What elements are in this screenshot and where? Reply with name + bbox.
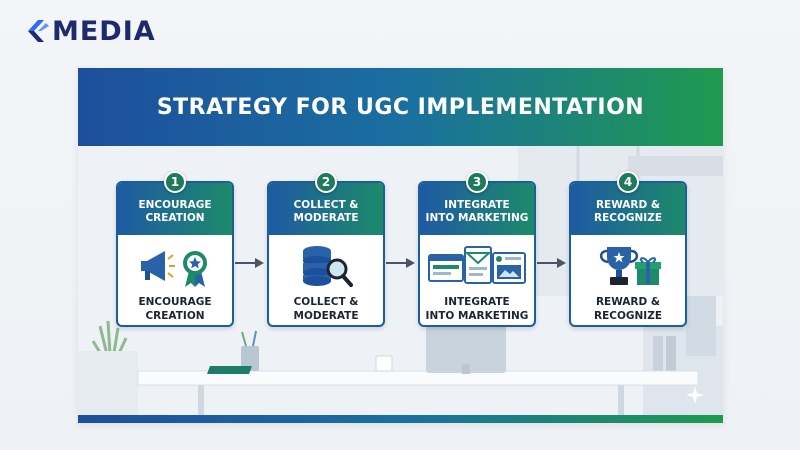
step-label-line: COLLECT & bbox=[293, 296, 359, 308]
step-label-line: RECOGNIZE bbox=[594, 310, 662, 322]
arrow-right-icon bbox=[235, 258, 264, 268]
database-magnifier-icon bbox=[269, 241, 383, 291]
step-header-line: INTO MARKETING bbox=[425, 212, 529, 224]
megaphone-award-icon bbox=[118, 241, 232, 291]
step-label-line: INTO MARKETING bbox=[425, 310, 529, 322]
step-number-badge: 4 bbox=[617, 171, 639, 193]
step-number-badge: 2 bbox=[315, 171, 337, 193]
title-banner: STRATEGY FOR UGC IMPLEMENTATION bbox=[78, 68, 723, 146]
step-header-line: INTEGRATE bbox=[444, 199, 510, 211]
step-card-4: REWARD &RECOGNIZE REWARD &RECOGNIZE bbox=[569, 181, 687, 327]
step-label-line: ENCOURAGE bbox=[138, 296, 212, 308]
footer-bar bbox=[78, 415, 723, 423]
trophy-gift-icon bbox=[571, 241, 685, 291]
step-label: COLLECT & MODERATE bbox=[269, 295, 383, 323]
step-label-line: REWARD & bbox=[595, 296, 661, 308]
step-header-line: RECOGNIZE bbox=[594, 212, 662, 224]
step-card-2: COLLECT &MODERATE COLLECT &MODERATE bbox=[267, 181, 385, 327]
step-header: REWARD &RECOGNIZE bbox=[571, 183, 685, 235]
step-label-line: CREATION bbox=[145, 310, 205, 322]
step-label: REWARD & RECOGNIZE bbox=[571, 295, 685, 323]
page-title: STRATEGY FOR UGC IMPLEMENTATION bbox=[156, 94, 645, 120]
step-label: ENCOURAGE CREATION bbox=[118, 295, 232, 323]
k-logo-icon bbox=[28, 20, 49, 42]
step-label: INTEGRATE INTO MARKETING bbox=[420, 295, 534, 323]
web-email-social-icon bbox=[420, 241, 534, 291]
sparkle-icon bbox=[686, 386, 704, 404]
step-header-line: MODERATE bbox=[293, 212, 359, 224]
step-number-badge: 3 bbox=[466, 171, 488, 193]
step-number-badge: 1 bbox=[164, 171, 186, 193]
brand-name: MEDIA bbox=[52, 15, 156, 47]
infographic-panel: STRATEGY FOR UGC IMPLEMENTATION ENCOURAG… bbox=[78, 68, 723, 423]
arrow-right-icon bbox=[386, 258, 415, 268]
step-header-line: COLLECT & bbox=[293, 199, 359, 211]
step-label-line: MODERATE bbox=[293, 310, 359, 322]
step-header-line: ENCOURAGE bbox=[138, 199, 212, 211]
arrow-right-icon bbox=[537, 258, 566, 268]
step-label-line: INTEGRATE bbox=[444, 296, 510, 308]
step-header-line: CREATION bbox=[145, 212, 205, 224]
step-header-line: REWARD & bbox=[595, 199, 661, 211]
brand-logo: MEDIA bbox=[26, 14, 156, 48]
